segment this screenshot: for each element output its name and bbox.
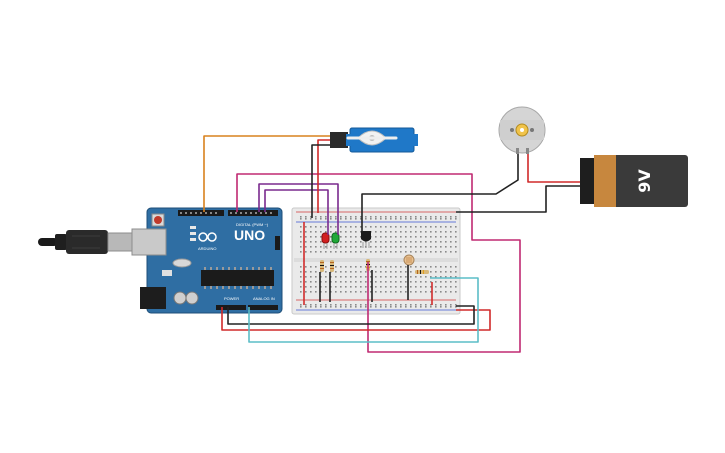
wire-cyan[interactable] xyxy=(248,277,479,343)
photoresistor[interactable] xyxy=(403,254,415,266)
wire-motor-black[interactable] xyxy=(361,150,519,232)
breadboard-holes xyxy=(300,216,457,308)
analog-label: ANALOG IN xyxy=(253,296,275,301)
resistor-4[interactable] xyxy=(415,270,429,274)
uno-label: UNO xyxy=(234,227,265,243)
resistor-1[interactable] xyxy=(320,260,324,272)
digital-label: DIGITAL (PWM ~) xyxy=(236,222,269,227)
battery-label: 9V xyxy=(635,169,654,193)
wire-purple-2[interactable] xyxy=(264,189,329,235)
resistor-2[interactable] xyxy=(330,260,334,272)
wire-bottom-black[interactable] xyxy=(227,305,475,325)
temperature-sensor[interactable] xyxy=(361,231,371,248)
dc-motor[interactable] xyxy=(498,106,546,154)
battery-9v[interactable]: 9V xyxy=(580,155,688,207)
red-led[interactable] xyxy=(321,232,330,249)
power-label: POWER xyxy=(224,296,239,301)
green-led[interactable] xyxy=(331,232,340,249)
wires xyxy=(203,135,580,353)
wire-motor-red[interactable] xyxy=(527,150,580,183)
servo-motor[interactable] xyxy=(330,127,418,153)
arduino-brand-label: ARDUINO xyxy=(198,246,216,251)
atmega-chip xyxy=(201,270,274,286)
wire-orange[interactable] xyxy=(203,135,330,212)
wire-purple-1[interactable] xyxy=(258,183,339,235)
breadboard[interactable] xyxy=(291,207,461,315)
wire-battery-black[interactable] xyxy=(456,185,580,213)
wire-servo-red[interactable] xyxy=(317,139,330,213)
wire-servo-black[interactable] xyxy=(311,144,330,218)
arduino-logo xyxy=(198,232,217,242)
usb-cable[interactable] xyxy=(38,230,133,254)
arduino-uno-board[interactable]: DIGITAL (PWM ~) UNO ARDUINO xyxy=(131,207,283,314)
wire-magenta[interactable] xyxy=(236,173,521,353)
